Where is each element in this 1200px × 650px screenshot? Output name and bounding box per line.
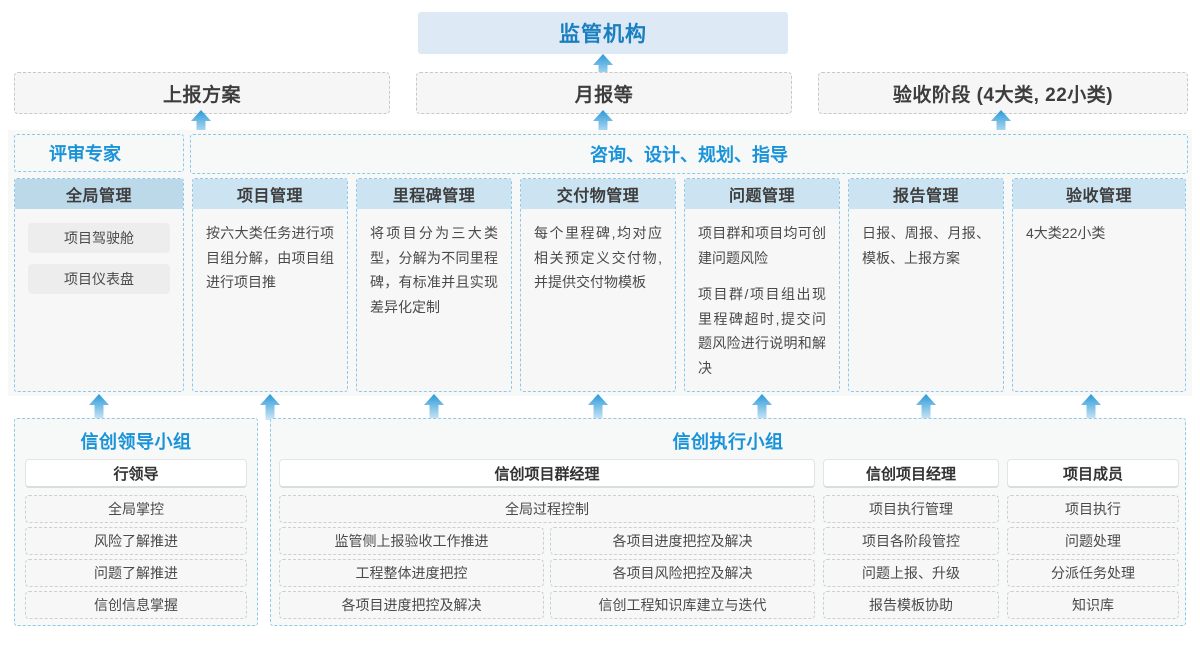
column-body: 按六大类任务进行项目组分解，由项目组进行项目推 <box>193 209 347 295</box>
column-global-management: 全局管理 项目驾驶舱 项目仪表盘 <box>14 178 184 392</box>
arrow-up-icon-col7 <box>1080 394 1102 420</box>
role-review-expert-label: 评审专家 <box>49 144 121 164</box>
exec-member-header[interactable]: 项目成员 <box>1007 459 1179 488</box>
column-paragraph: 按六大类任务进行项目组分解，由项目组进行项目推 <box>206 225 334 290</box>
column-paragraph: 每个里程碑,均对应相关预定义交付物,并提供交付物模板 <box>534 225 662 290</box>
list-item[interactable]: 风险了解推进 <box>25 527 247 555</box>
list-item[interactable]: 各项目风险把控及解决 <box>550 559 815 587</box>
column-report-management: 报告管理 日报、周报、月报、模板、上报方案 <box>848 178 1004 392</box>
pill-item[interactable]: 项目驾驶舱 <box>28 223 170 253</box>
column-body: 4大类22小类 <box>1013 209 1185 246</box>
pill-item[interactable]: 项目仪表盘 <box>28 264 170 294</box>
list-item[interactable]: 信创工程知识库建立与迭代 <box>550 591 815 619</box>
arrow-up-icon-report-plan <box>190 110 212 136</box>
column-milestone-management: 里程碑管理 将项目分为三大类型，分解为不同里程碑，有标准并且实现差异化定制 <box>356 178 512 392</box>
column-body: 项目驾驶舱 项目仪表盘 <box>15 209 183 294</box>
exec-project-manager-header[interactable]: 信创项目经理 <box>823 459 999 488</box>
list-item[interactable]: 项目执行管理 <box>823 495 999 523</box>
column-header: 里程碑管理 <box>357 179 511 209</box>
node-monthly-report-label: 月报等 <box>574 84 634 106</box>
column-body: 每个里程碑,均对应相关预定义交付物,并提供交付物模板 <box>521 209 675 295</box>
node-regulator: 监管机构 <box>418 12 788 54</box>
list-item[interactable]: 项目执行 <box>1007 495 1179 523</box>
column-body: 项目群和项目均可创建问题风险 项目群/项目组出现里程碑超时,提交问题风险进行说明… <box>685 209 839 380</box>
capability-band: 评审专家 咨询、设计、规划、指导 全局管理 项目驾驶舱 项目仪表盘 项目管理 按… <box>8 130 1192 396</box>
column-deliverable-management: 交付物管理 每个里程碑,均对应相关预定义交付物,并提供交付物模板 <box>520 178 676 392</box>
column-project-management: 项目管理 按六大类任务进行项目组分解，由项目组进行项目推 <box>192 178 348 392</box>
list-item[interactable]: 知识库 <box>1007 591 1179 619</box>
list-item[interactable]: 工程整体进度把控 <box>279 559 544 587</box>
list-item[interactable]: 全局过程控制 <box>279 495 815 523</box>
arrow-up-icon-col6 <box>915 394 937 420</box>
column-header: 全局管理 <box>15 179 183 209</box>
role-consulting-label: 咨询、设计、规划、指导 <box>590 145 788 165</box>
list-item[interactable]: 报告模板协助 <box>823 591 999 619</box>
node-report-plan: 上报方案 <box>14 72 390 114</box>
role-review-expert: 评审专家 <box>14 134 184 172</box>
column-paragraph: 项目群和项目均可创建问题风险 <box>698 225 826 266</box>
node-acceptance-stage: 验收阶段 (4大类, 22小类) <box>818 72 1188 114</box>
column-header: 报告管理 <box>849 179 1003 209</box>
column-paragraph: 项目群/项目组出现里程碑超时,提交问题风险进行说明和解决 <box>698 286 826 376</box>
arrow-up-icon-col5 <box>751 394 773 420</box>
list-item[interactable]: 监管侧上报验收工作推进 <box>279 527 544 555</box>
column-paragraph: 4大类22小类 <box>1026 225 1106 241</box>
column-body: 日报、周报、月报、模板、上报方案 <box>849 209 1003 270</box>
column-issue-management: 问题管理 项目群和项目均可创建问题风险 项目群/项目组出现里程碑超时,提交问题风… <box>684 178 840 392</box>
column-header: 交付物管理 <box>521 179 675 209</box>
column-header: 问题管理 <box>685 179 839 209</box>
arrow-up-icon-col2 <box>259 394 281 420</box>
column-paragraph: 将项目分为三大类型，分解为不同里程碑，有标准并且实现差异化定制 <box>370 225 498 315</box>
arrow-up-icon-acceptance <box>990 110 1012 136</box>
group-leader-header[interactable]: 行领导 <box>25 459 247 488</box>
node-regulator-label: 监管机构 <box>559 23 647 46</box>
column-acceptance-management: 验收管理 4大类22小类 <box>1012 178 1186 392</box>
group-leader-title: 信创领导小组 <box>80 432 192 452</box>
group-exec-title: 信创执行小组 <box>672 432 784 452</box>
list-item[interactable]: 全局掌控 <box>25 495 247 523</box>
list-item[interactable]: 各项目进度把控及解决 <box>550 527 815 555</box>
arrow-up-icon-col4 <box>587 394 609 420</box>
group-exec: 信创执行小组 信创项目群经理 全局过程控制 监管侧上报验收工作推进 各项目进度把… <box>270 418 1186 626</box>
list-item[interactable]: 信创信息掌握 <box>25 591 247 619</box>
list-item[interactable]: 问题处理 <box>1007 527 1179 555</box>
group-leader: 信创领导小组 行领导 全局掌控 风险了解推进 问题了解推进 信创信息掌握 <box>14 418 258 626</box>
role-consulting: 咨询、设计、规划、指导 <box>190 134 1188 174</box>
arrow-up-icon-col1 <box>88 394 110 420</box>
arrow-up-icon-monthly <box>592 54 614 80</box>
exec-program-manager-header[interactable]: 信创项目群经理 <box>279 459 815 488</box>
column-paragraph: 日报、周报、月报、模板、上报方案 <box>862 225 990 266</box>
node-report-plan-label: 上报方案 <box>162 84 241 106</box>
list-item[interactable]: 问题上报、升级 <box>823 559 999 587</box>
arrow-up-icon-monthly-2 <box>592 110 614 136</box>
arrow-up-icon-col3 <box>423 394 445 420</box>
list-item[interactable]: 项目各阶段管控 <box>823 527 999 555</box>
column-header: 验收管理 <box>1013 179 1185 209</box>
node-acceptance-stage-label: 验收阶段 (4大类, 22小类) <box>892 84 1114 106</box>
list-item[interactable]: 分派任务处理 <box>1007 559 1179 587</box>
node-monthly-report: 月报等 <box>416 72 792 114</box>
list-item[interactable]: 各项目进度把控及解决 <box>279 591 544 619</box>
column-body: 将项目分为三大类型，分解为不同里程碑，有标准并且实现差异化定制 <box>357 209 511 319</box>
list-item[interactable]: 问题了解推进 <box>25 559 247 587</box>
column-header: 项目管理 <box>193 179 347 209</box>
